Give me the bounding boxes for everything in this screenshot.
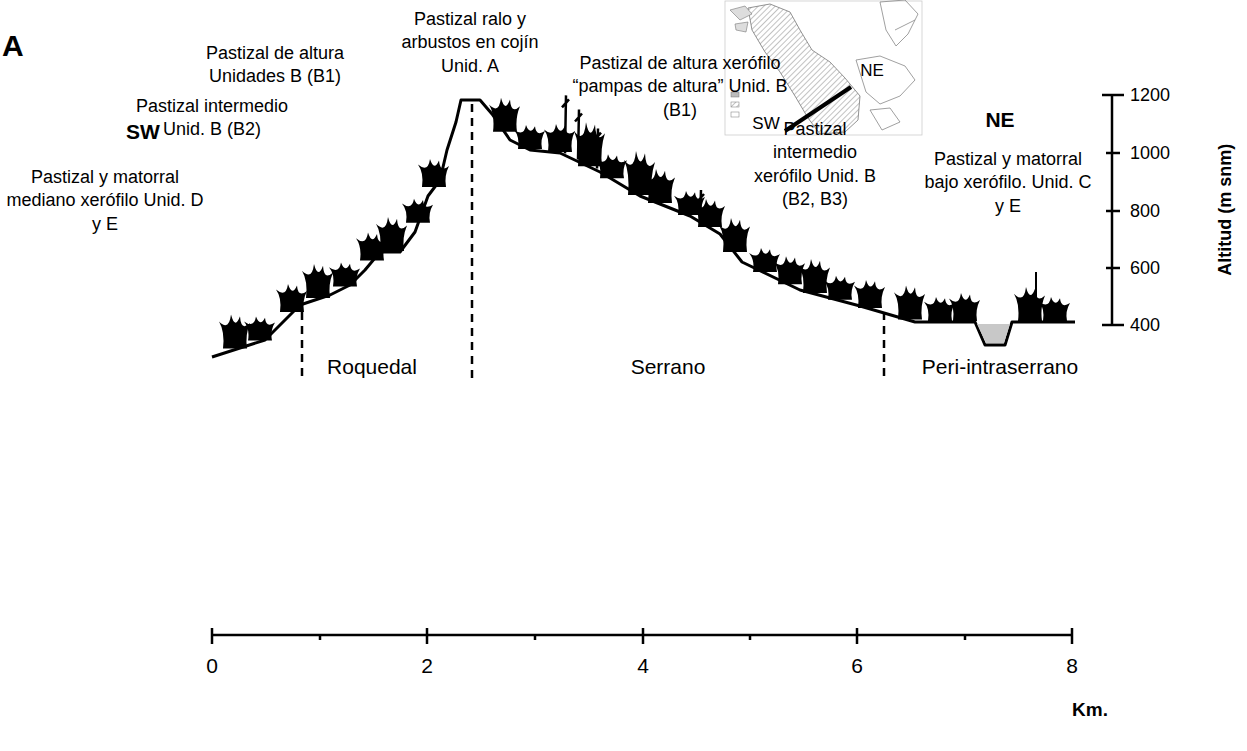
vegetation-tuft — [799, 259, 830, 293]
axis-unit: Km. — [1072, 698, 1108, 723]
vegetation-tuft — [596, 154, 627, 178]
vegetation-label: Pastizal de altura xerófilo “pampas de a… — [560, 52, 800, 122]
vegetation-label: Pastizal de altura Unidades B (B1) — [200, 42, 350, 89]
terrain-profile — [212, 100, 1075, 357]
vegetation-tuft — [854, 280, 885, 308]
vegetation-tuft — [894, 286, 925, 320]
vegetation-stalk — [562, 95, 569, 153]
vegetation-tuft — [774, 256, 805, 284]
axis-tick-label: 600 — [1130, 257, 1160, 280]
axis-title: Altitud (m snm) — [1214, 144, 1237, 276]
vegetation-tuft — [302, 264, 333, 298]
panel-letter: A — [2, 26, 24, 65]
vegetation-tuft — [949, 293, 980, 321]
zone-label: Serrano — [631, 353, 706, 380]
direction-label: NE — [985, 106, 1014, 133]
axis-tick-label: 2 — [421, 652, 433, 679]
direction-label: SW — [126, 118, 160, 145]
axis-tick-label: 800 — [1130, 200, 1160, 223]
altitude-axis — [1102, 95, 1124, 325]
vegetation-tuft — [544, 124, 575, 152]
vegetation-tuft — [1014, 287, 1045, 321]
vegetation-label: Pastizal y matorral mediano xerófilo Uni… — [5, 166, 205, 236]
vegetation-label: Pastizal ralo y arbustos en cojín Unid. … — [390, 8, 550, 78]
axis-tick-label: 1000 — [1130, 142, 1170, 165]
vegetation-tuft — [376, 217, 407, 251]
vegetation-tuft — [1039, 297, 1070, 321]
map-direction-label: NE — [860, 60, 884, 82]
channel — [977, 324, 1010, 343]
axis-tick-label: 1200 — [1130, 84, 1170, 107]
vegetation-tuft — [719, 218, 750, 252]
vegetation-label: Pastizal y matorral bajo xerófilo. Unid.… — [923, 148, 1093, 218]
map-direction-label: SW — [752, 113, 779, 135]
vegetation-tuft — [244, 317, 275, 341]
vegetation-tuft — [418, 159, 449, 187]
zone-label: Peri-intraserrano — [922, 353, 1078, 380]
vegetation-tuft — [514, 125, 545, 149]
vegetation-stalk — [575, 110, 582, 160]
zone-label: Roquedal — [327, 353, 417, 380]
vegetation-tuft — [824, 276, 855, 300]
vegetation-tuft — [219, 315, 250, 349]
vegetation-label: Pastizal intermedio xerófilo Unid. B (B2… — [743, 118, 888, 212]
vegetation-tuft — [749, 248, 780, 272]
vegetation-stalk — [594, 129, 601, 169]
vegetation-tuft — [694, 199, 725, 227]
distance-axis — [212, 628, 1072, 644]
vegetation-tuft — [489, 98, 520, 132]
leader-arrow — [1031, 272, 1041, 316]
vegetation-stalk — [697, 190, 704, 220]
axis-tick-label: 0 — [206, 652, 218, 679]
axis-tick-label: 8 — [1066, 652, 1078, 679]
vegetation-tuft — [402, 199, 433, 223]
axis-tick-label: 400 — [1130, 314, 1160, 337]
axis-tick-label: 4 — [637, 652, 649, 679]
vegetation-tuft — [644, 169, 675, 203]
vegetation-label: Pastizal intermedio Unid. B (B2) — [115, 95, 310, 142]
vegetation-tuft — [329, 263, 360, 287]
axis-tick-label: 6 — [851, 652, 863, 679]
vegetation-tuft — [276, 284, 307, 312]
